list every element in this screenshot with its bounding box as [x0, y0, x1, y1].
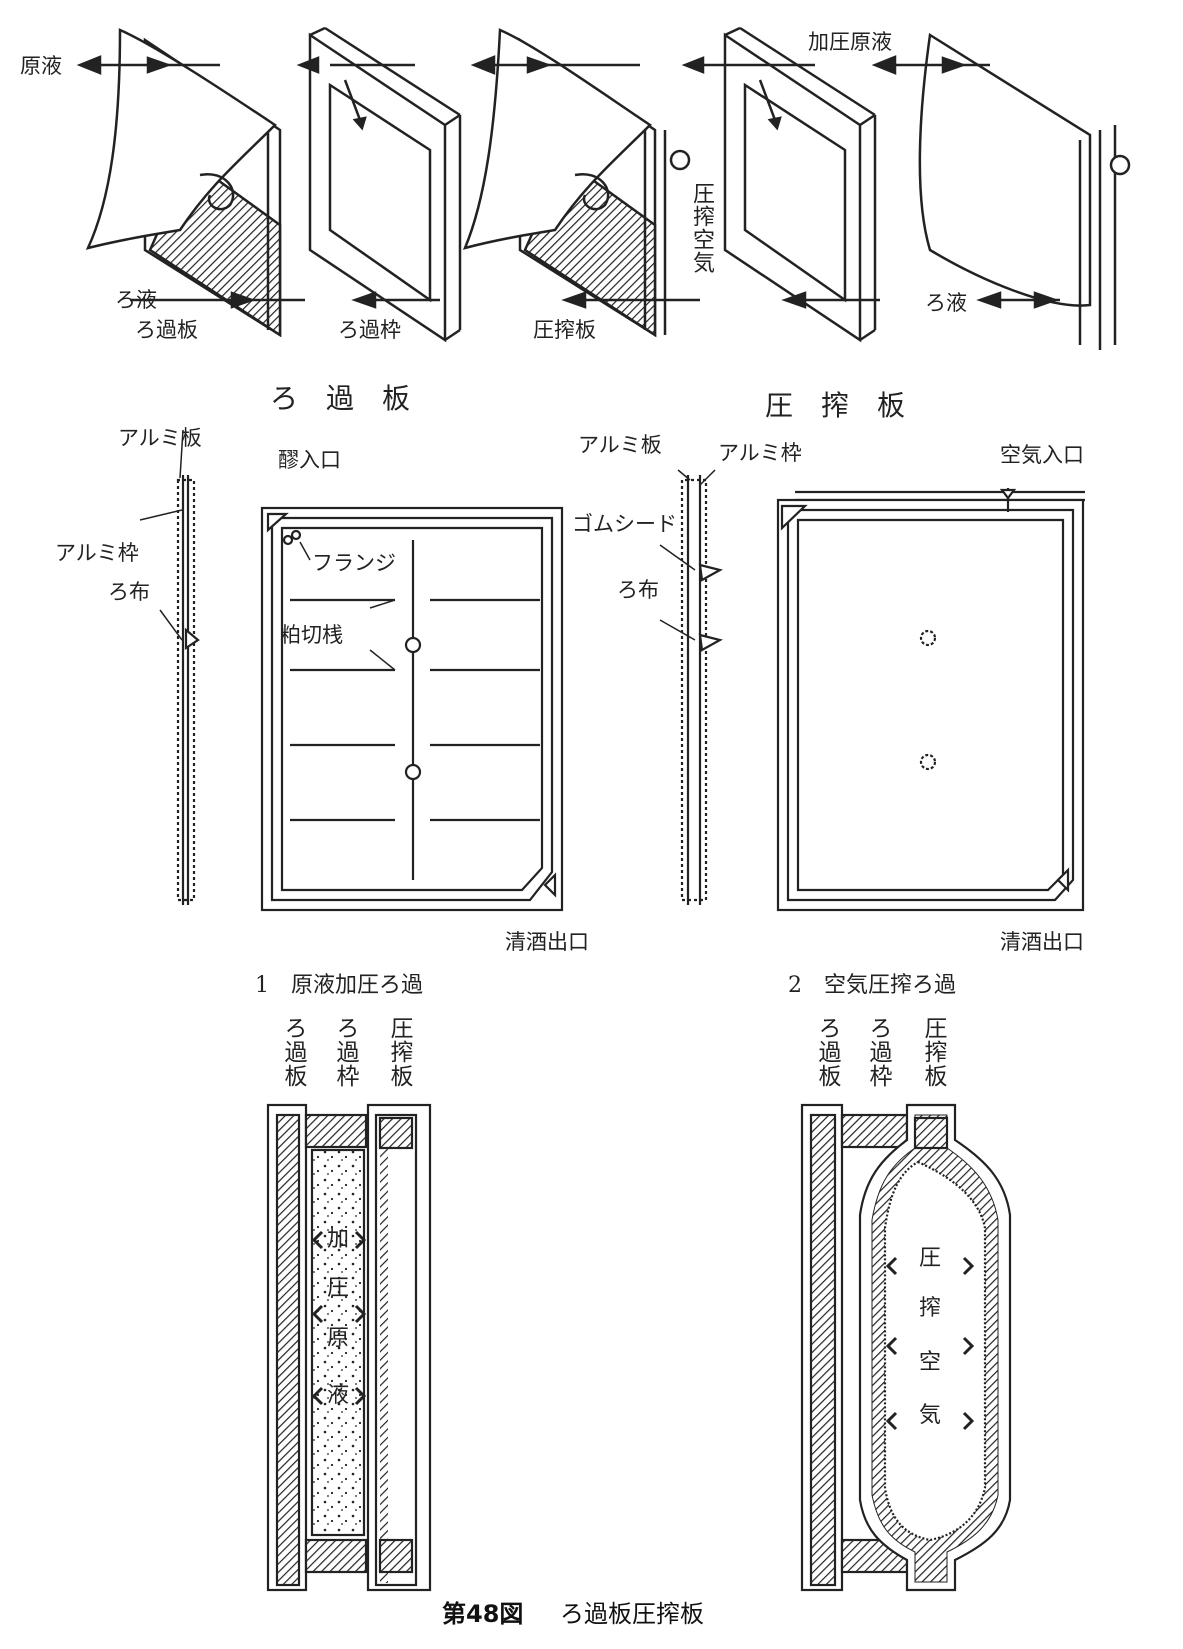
heading-press-plate: 圧 搾 板 [765, 389, 906, 422]
filter-plate-profile [139, 429, 200, 905]
label-roeki-left: ろ液 [115, 288, 157, 312]
label-arumi-waku-right: アルミ枠 [718, 441, 802, 465]
label-arumi-ita-left: アルミ板 [118, 426, 202, 450]
label-seishu-deguchi-left: 清酒出口 [505, 930, 589, 954]
label-kasu-kiri-san: 粕切桟 [280, 623, 343, 647]
caption-title: ろ過板圧搾板 [560, 1600, 704, 1628]
label-seishu-deguchi-right: 清酒出口 [1000, 930, 1084, 954]
label-moromi-iriguchi: 醪入口 [278, 448, 341, 472]
pressure-arrows [311, 1230, 975, 1431]
top-assembly [85, 26, 1131, 350]
filter-plate-face [260, 506, 564, 912]
right-inner-char-1: 圧 [919, 1246, 942, 1271]
heading-filter-plate: ろ 過 板 [270, 382, 411, 415]
col-asshakuban-left: 圧搾板 [386, 1016, 412, 1088]
bottom-left-section [266, 1103, 432, 1592]
bottom-right-section [800, 1103, 1012, 1592]
label-gomu-sheet: ゴムシード [572, 512, 677, 536]
label-rokawaku-top: ろ過枠 [338, 318, 401, 342]
label-asshaku-kuki: 圧搾空気 [689, 182, 714, 274]
label-left-title: 1 原液加圧ろ過 [255, 973, 423, 998]
label-arumi-waku-left: アルミ枠 [55, 541, 139, 565]
filter-plate-3d-2 [918, 32, 1131, 350]
label-arumi-ita-right: アルミ板 [578, 433, 662, 457]
press-plate-face [776, 488, 1085, 912]
right-inner-char-4: 気 [919, 1403, 942, 1428]
label-flange: フランジ [312, 551, 396, 575]
left-inner-char-4: 液 [327, 1383, 350, 1408]
filter-plate-3d-1 [85, 28, 282, 338]
left-inner-char-1: 加 [327, 1227, 350, 1252]
press-plate-profile [659, 469, 723, 905]
right-inner-char-2: 搾 [919, 1296, 942, 1321]
right-inner-char-3: 空 [919, 1350, 942, 1375]
col-asshakuban-right: 圧搾板 [920, 1016, 946, 1088]
filter-frame-3d-1 [308, 26, 462, 343]
label-rofu-left: ろ布 [108, 580, 150, 604]
label-rokaban-top: ろ過板 [135, 318, 198, 342]
label-genneki: 原液 [20, 54, 62, 78]
label-right-title: 2 空気圧搾ろ過 [788, 973, 956, 998]
col-rokaban-left: ろ過板 [280, 1016, 306, 1088]
press-plate-3d [462, 28, 691, 338]
label-asshakuban-top: 圧搾板 [533, 318, 596, 342]
left-inner-char-3: 原 [327, 1326, 350, 1351]
label-roeki-right: ろ液 [925, 291, 967, 315]
top-flow-arrows [76, 55, 1060, 309]
col-rokawaku-right: ろ過枠 [865, 1016, 891, 1088]
label-kaatsu-genneki: 加圧原液 [808, 30, 892, 54]
left-inner-char-2: 圧 [327, 1276, 350, 1301]
col-rokawaku-left: ろ過枠 [332, 1016, 358, 1088]
filter-frame-3d-2 [723, 26, 877, 343]
caption-number: 第48図 [442, 1600, 524, 1628]
mid-diagrams [139, 429, 1085, 912]
label-kuki-iriguchi: 空気入口 [1000, 443, 1084, 467]
col-rokaban-right: ろ過板 [814, 1016, 840, 1088]
label-rofu-right: ろ布 [617, 578, 659, 602]
